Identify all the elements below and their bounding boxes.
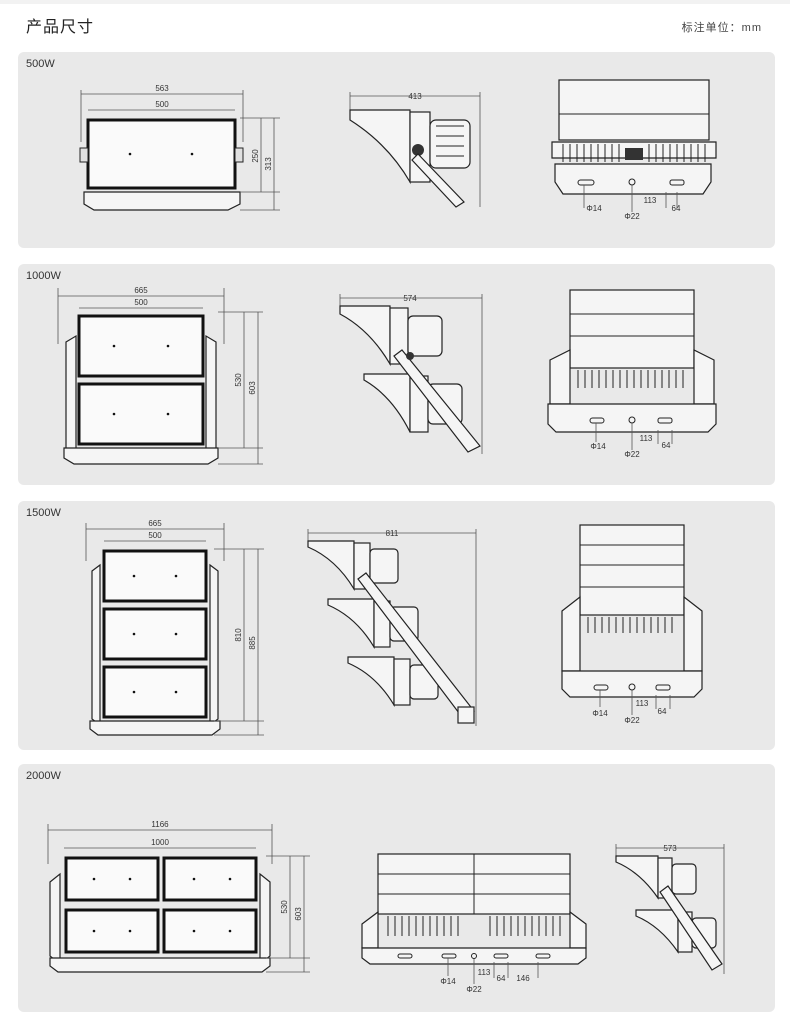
dim-outer-width: 563 — [155, 84, 169, 93]
model-label: 2000W — [26, 770, 61, 782]
dim-inner-width: 500 — [148, 531, 162, 540]
dim-depth: 413 — [408, 92, 422, 101]
dim-slot: 64 — [662, 441, 671, 450]
dim-hole-large: Φ22 — [466, 985, 482, 994]
dim-outer-height: 603 — [248, 381, 257, 395]
model-label: 1000W — [26, 270, 61, 282]
page-title: 产品尺寸 — [26, 19, 95, 36]
dim-inner-width: 500 — [134, 298, 148, 307]
dim-depth: 573 — [663, 844, 677, 853]
dim-hole-large: Φ22 — [624, 212, 640, 221]
dim-hole-large: Φ22 — [624, 716, 640, 725]
front-view: 563 500 250 313 — [79, 84, 280, 211]
front-view: 665 500 530 603 — [57, 286, 263, 465]
dim-inner-width: 500 — [155, 100, 169, 109]
dim-hole-small: Φ14 — [440, 977, 456, 986]
panel-500w: 500W 563 500 250 313 413 — [18, 52, 775, 248]
dim-spacing: 113 — [644, 196, 657, 205]
model-label: 1500W — [26, 507, 61, 519]
dim-slot: 64 — [658, 707, 667, 716]
dim-slot: 64 — [672, 204, 681, 213]
dim-outer-height: 603 — [294, 907, 303, 921]
dim-inner-height: 530 — [234, 373, 243, 387]
model-label: 500W — [26, 58, 55, 70]
drawing-1500w: 665 500 810 885 811 — [85, 519, 703, 736]
top-divider — [0, 0, 790, 4]
dim-outer-width: 1166 — [151, 820, 169, 829]
panel-1500w: 1500W 665 500 810 885 811 — [18, 501, 775, 750]
dim-outer-height: 885 — [248, 636, 257, 650]
dim-extra: 146 — [516, 974, 530, 983]
dim-inner-height: 250 — [251, 149, 260, 163]
front-view: 665 500 810 885 — [85, 519, 264, 736]
dim-outer-width: 665 — [134, 286, 148, 295]
dim-hole-small: Φ14 — [592, 709, 608, 718]
drawing-2000w: 1166 1000 530 603 — [47, 820, 725, 994]
drawing-500w: 563 500 250 313 413 — [79, 79, 717, 221]
dim-inner-height: 530 — [280, 900, 289, 914]
panel-2000w: 2000W 1166 1000 530 603 — [18, 764, 775, 1012]
front-view: 1166 1000 530 603 — [47, 820, 310, 973]
dim-spacing: 113 — [636, 699, 649, 708]
dim-spacing: 113 — [478, 968, 491, 977]
dim-hole-large: Φ22 — [624, 450, 640, 459]
dim-inner-height: 810 — [234, 628, 243, 642]
side-view: 574 — [339, 294, 483, 454]
back-view: Φ14 Φ22 113 64 — [547, 289, 717, 459]
back-view: Φ14 Φ22 113 64 — [551, 79, 717, 221]
side-view: 811 — [307, 529, 477, 726]
back-view: Φ14 Φ22 113 64 — [561, 524, 703, 725]
dim-depth: 811 — [386, 529, 399, 538]
panel-1000w: 1000W 665 500 530 603 574 — [18, 264, 775, 485]
dim-slot: 64 — [497, 974, 506, 983]
unit-note: 标注单位：mm — [681, 22, 762, 34]
dim-depth: 574 — [403, 294, 417, 303]
side-view: 413 — [349, 92, 481, 208]
dim-outer-width: 665 — [148, 519, 162, 528]
side-view: 573 — [615, 844, 725, 974]
dim-spacing: 113 — [640, 434, 653, 443]
back-view: Φ14 Φ22 113 64 146 — [361, 853, 587, 994]
dim-inner-width: 1000 — [151, 838, 169, 847]
dim-hole-small: Φ14 — [586, 204, 602, 213]
dim-hole-small: Φ14 — [590, 442, 606, 451]
drawing-1000w: 665 500 530 603 574 — [57, 286, 717, 465]
dim-outer-height: 313 — [264, 157, 273, 171]
